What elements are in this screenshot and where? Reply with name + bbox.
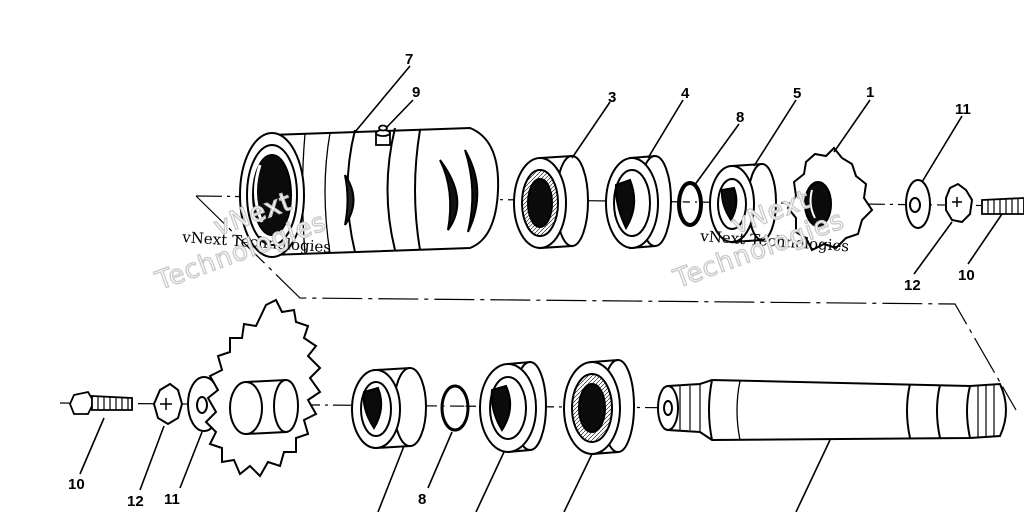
washer-top [905,179,931,229]
callout-8-top: 8 [736,109,744,126]
callout-10-bottom: 10 [68,476,85,493]
grease-fitting [375,124,391,146]
splined-shaft [657,378,1007,442]
o-ring-top [677,181,703,227]
callout-12-top: 12 [904,277,921,294]
callout-7: 7 [405,51,413,68]
bearing-race-bottom [479,360,547,454]
callout-5: 5 [793,85,801,102]
ball-bearing-bottom [563,358,635,456]
callout-10-top: 10 [958,267,975,284]
o-ring-bottom [440,384,470,432]
spacer-bottom [351,366,427,450]
bearing-housing [239,126,500,258]
bolt-bottom [69,390,133,415]
bearing-race-top [605,154,672,250]
callout-12-bottom: 12 [127,493,144,510]
connecting-axis-lines [195,195,1017,411]
lock-washer-top [945,182,974,224]
ball-bearing-top [513,154,589,250]
callout-11-bottom: 11 [164,491,180,508]
leader-lines [79,65,1003,512]
small-sprocket [786,146,874,252]
callout-11-top: 11 [955,101,971,118]
large-sprocket [204,298,322,478]
callout-8-bottom: 8 [418,491,426,508]
callout-4: 4 [681,85,690,102]
callout-9: 9 [412,84,420,101]
bolt-top [981,197,1024,215]
lock-washer-bottom [152,382,184,426]
callout-labels: 7 9 3 4 8 5 1 11 12 10 10 12 11 8 [68,51,975,510]
spacer-top [709,162,777,244]
callout-1: 1 [866,84,874,101]
callout-3: 3 [608,89,616,106]
